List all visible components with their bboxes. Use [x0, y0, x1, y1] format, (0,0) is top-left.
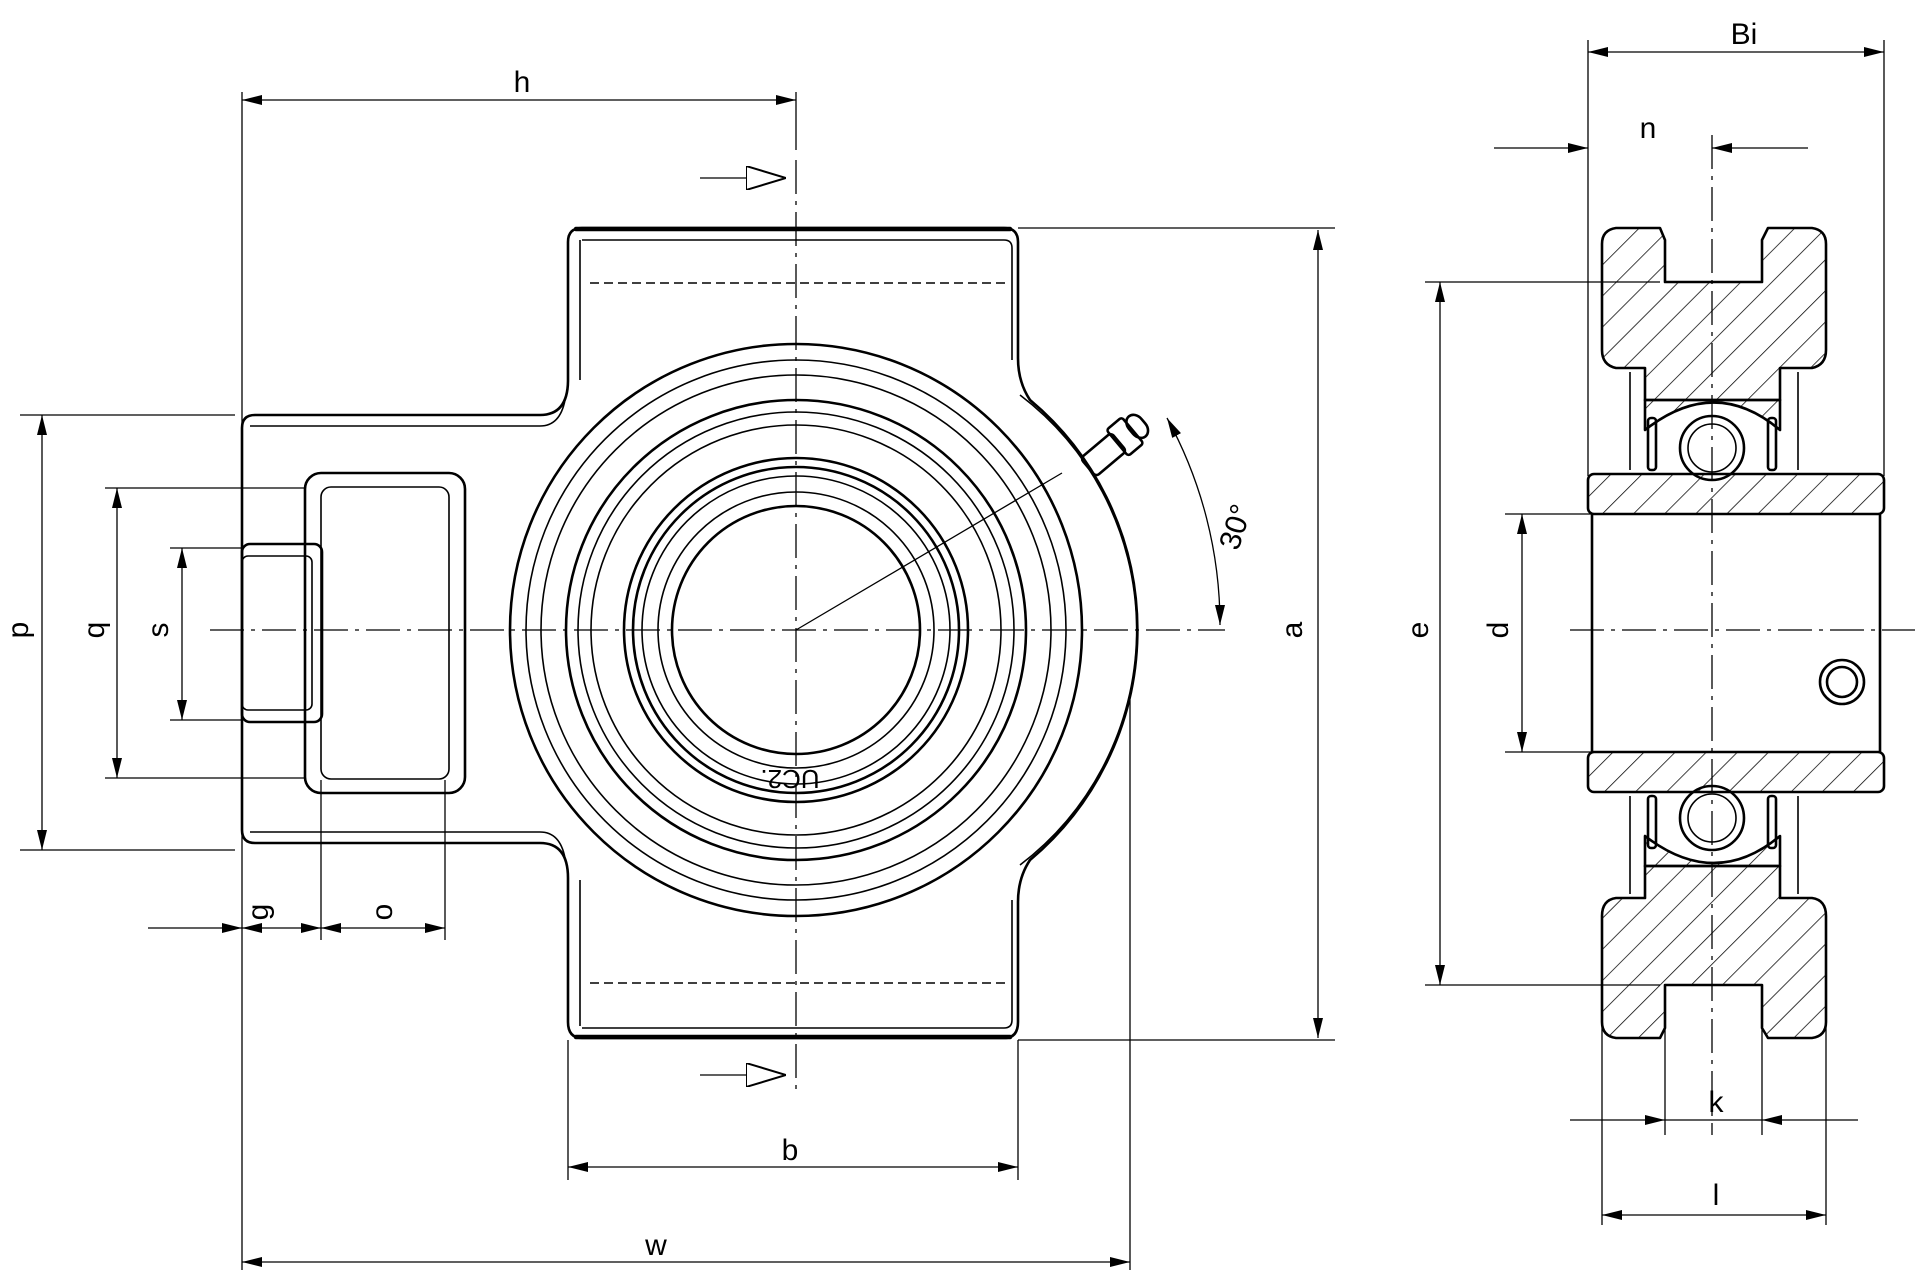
- seals: [1629, 372, 1799, 894]
- dim-a-label: a: [1276, 621, 1309, 638]
- dim-l-label: l: [1713, 1179, 1720, 1212]
- side-view: Bi n e d k l: [1402, 18, 1915, 1225]
- set-screw-inner: [1825, 665, 1859, 699]
- dim-b-label: b: [782, 1134, 799, 1167]
- dim-p-label: p: [2, 622, 35, 639]
- housing-section-bottom: [1600, 864, 1828, 1040]
- angle-label: 30°: [1213, 500, 1258, 553]
- housing-inner-left-step: [250, 399, 566, 859]
- slot-inner: [320, 486, 450, 780]
- dim-s-label: s: [142, 623, 175, 638]
- side-extension-lines: [1425, 40, 1885, 1225]
- dim-q-label: q: [78, 622, 111, 639]
- dim-d-label: d: [1482, 622, 1515, 639]
- inner-ring-top: [1586, 472, 1886, 516]
- dim-n-label: n: [1640, 112, 1657, 145]
- housing-outline: [240, 226, 1139, 1040]
- housing-inner-edge: [579, 239, 1013, 1029]
- angle-arc-30: [1166, 417, 1226, 626]
- dim-o-label: o: [366, 904, 399, 921]
- dim-g-label: g: [242, 904, 275, 921]
- dim-w-label: w: [644, 1229, 667, 1262]
- grease-nipple: [1080, 413, 1150, 477]
- dim-e-label: e: [1402, 622, 1435, 639]
- slot-outer: [303, 471, 467, 795]
- front-view: UC2. 30° h: [2, 66, 1335, 1270]
- dim-h-label: h: [514, 66, 531, 99]
- slot-web: [240, 542, 324, 724]
- dim-Bi-label: Bi: [1731, 18, 1758, 51]
- housing-section-top: [1600, 226, 1828, 402]
- dim-k-label: k: [1709, 1086, 1725, 1119]
- extension-lines: [20, 92, 1335, 1270]
- bearing-marking: UC2.: [760, 764, 819, 794]
- grease-hole-axis: [795, 472, 1063, 631]
- inner-ring-bore: [1590, 512, 1882, 754]
- inner-ring-bottom: [1586, 750, 1886, 794]
- slot-web-inner: [241, 555, 313, 711]
- set-screw-outer: [1818, 658, 1866, 706]
